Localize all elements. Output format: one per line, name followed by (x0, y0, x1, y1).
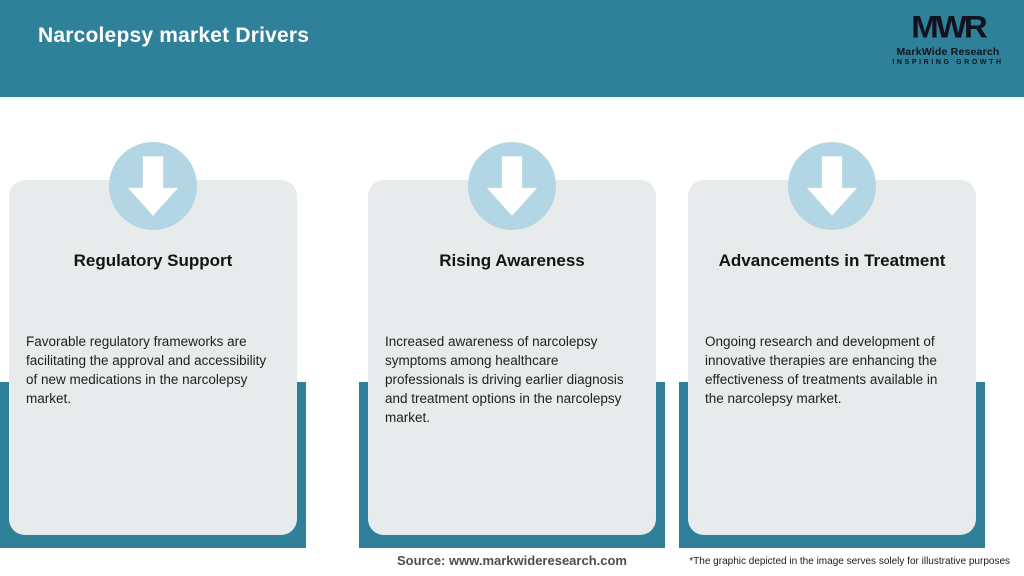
logo-name: MarkWide Research (896, 45, 1000, 58)
card-title: Advancements in Treatment (718, 251, 946, 270)
source-text: Source: www.markwideresearch.com (396, 553, 627, 568)
card-title: Rising Awareness (439, 251, 585, 270)
disclaimer-text: *The graphic depicted in the image serve… (689, 556, 1010, 567)
page-title: Narcolepsy market Drivers (38, 24, 310, 47)
arrow-badge (109, 142, 197, 230)
down-arrow-icon (806, 156, 858, 216)
driver-card-advancements-in-treatment: Advancements in Treatment Ongoing resear… (679, 142, 985, 548)
logo-tagline: INSPIRING GROWTH (892, 58, 1004, 66)
driver-card-regulatory-support: Regulatory Support Favorable regulatory … (0, 142, 306, 548)
down-arrow-icon (127, 156, 179, 216)
down-arrow-icon (486, 156, 538, 216)
arrow-badge (788, 142, 876, 230)
card-body: Ongoing research and development of inno… (705, 334, 938, 406)
card-body: Increased awareness of narcolepsy sympto… (385, 334, 624, 425)
card-title: Regulatory Support (73, 251, 233, 270)
card-surface: Regulatory Support Favorable regulatory … (9, 180, 297, 535)
card-surface: Rising Awareness Increased awareness of … (368, 180, 656, 535)
header-bar: Narcolepsy market Drivers MWR MarkWide R… (0, 0, 1024, 97)
logo-monogram: MWR (911, 8, 987, 45)
card-surface: Advancements in Treatment Ongoing resear… (688, 180, 976, 535)
markwide-logo: MWR MarkWide Research INSPIRING GROWTH (888, 8, 1008, 66)
driver-card-rising-awareness: Rising Awareness Increased awareness of … (359, 142, 665, 548)
card-body: Favorable regulatory frameworks are faci… (26, 334, 267, 406)
arrow-badge (468, 142, 556, 230)
